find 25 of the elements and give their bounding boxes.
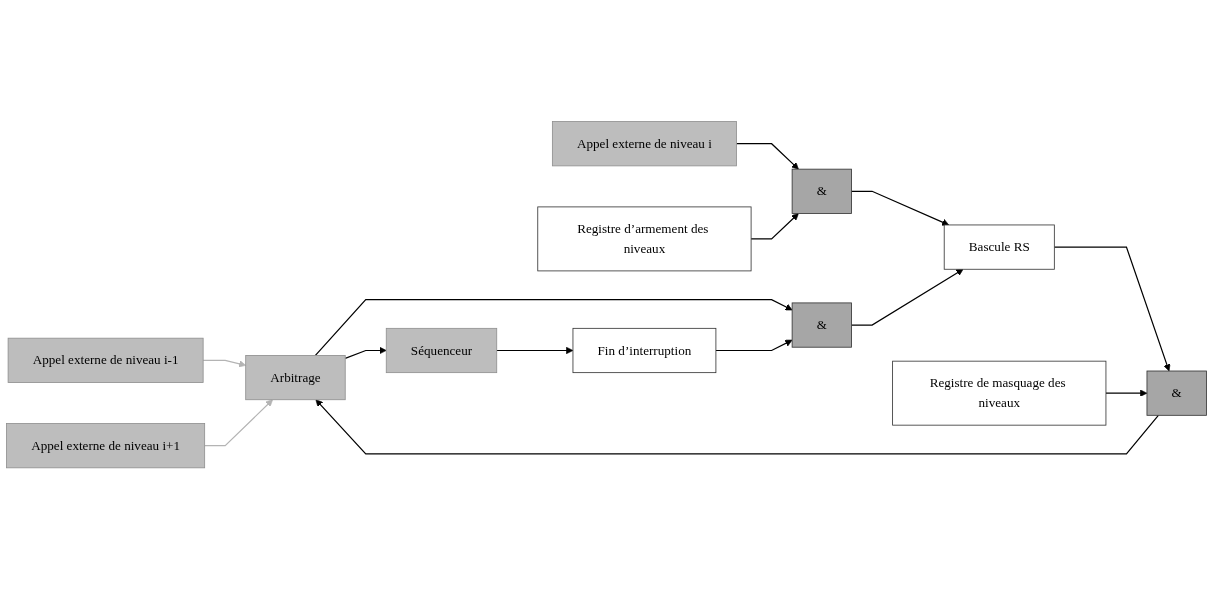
node-box: & <box>791 302 852 348</box>
node-box: & <box>791 169 852 215</box>
arrow <box>750 213 799 240</box>
arrow <box>204 399 273 447</box>
arrow <box>850 191 950 226</box>
node-box: Séquenceur <box>385 328 498 374</box>
arrow <box>735 143 799 170</box>
arrow <box>1053 246 1171 372</box>
arrow <box>850 269 964 326</box>
arrow <box>202 360 246 368</box>
arrow <box>1105 389 1148 398</box>
arrow <box>314 299 793 357</box>
node-box: Appel externe de niveau i+1 <box>6 423 206 469</box>
node-box: Appel externe de niveau i <box>551 121 737 167</box>
arrow <box>315 399 1159 455</box>
arrow <box>715 340 793 352</box>
node-box: Fin d’interruption <box>572 328 717 374</box>
node-box: Registre d’armement des niveaux <box>537 206 752 272</box>
node-box: Bascule RS <box>943 224 1055 270</box>
node-box: & <box>1146 370 1207 417</box>
node-box: Registre de masquage des niveaux <box>892 361 1107 426</box>
arrow <box>496 347 574 355</box>
node-box: Appel externe de niveau i-1 <box>7 338 204 384</box>
arrow <box>344 347 387 360</box>
node-box: Arbitrage <box>245 355 346 401</box>
